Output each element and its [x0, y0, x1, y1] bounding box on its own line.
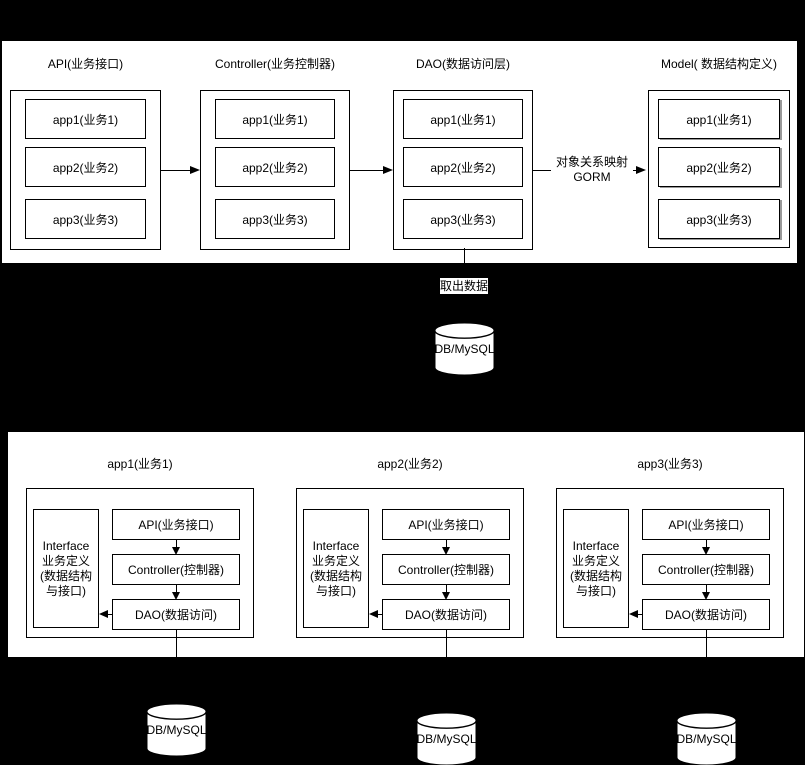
app-box: app2(业务2): [215, 147, 335, 187]
app-group: app1(业务1) Interface 业务定义 (数据结构 与接口) API(…: [26, 432, 254, 657]
app-box: app3(业务3): [658, 199, 780, 239]
interface-box: Interface 业务定义 (数据结构 与接口): [33, 509, 99, 628]
app-box: app1(业务1): [403, 99, 523, 139]
orm-mapping-label: 对象关系映射 GORM: [551, 155, 633, 187]
connector-line: [637, 614, 643, 615]
connector-line: [706, 585, 707, 593]
app-box: app1(业务1): [215, 99, 335, 139]
stage-box-dao: DAO(数据访问): [112, 599, 240, 630]
stage-box-controller: Controller(控制器): [112, 554, 240, 585]
column-header-dao: DAO(数据访问层): [416, 57, 510, 71]
database-cylinder-icon: DB/MySQL: [676, 712, 737, 766]
app-box: app3(业务3): [25, 199, 146, 239]
arrow-right-icon: [383, 166, 393, 174]
connector-line: [446, 629, 447, 657]
arrow-left-icon: [369, 610, 378, 618]
database-label: DB/MySQL: [434, 342, 495, 356]
arrow-down-icon: [442, 592, 450, 600]
app-group-title: app2(业务2): [377, 457, 443, 471]
connector-line: [446, 585, 447, 593]
database-label: DB/MySQL: [416, 732, 477, 746]
connector-line: [446, 540, 447, 548]
database-cylinder-icon: DB/MySQL: [434, 322, 495, 376]
connector-line: [176, 585, 177, 593]
cylinder-shape: [676, 712, 737, 766]
arrow-down-icon: [442, 547, 450, 555]
interface-box: Interface 业务定义 (数据结构 与接口): [303, 509, 369, 628]
page-edge-strip: [0, 765, 805, 771]
column-header-model: Model( 数据结构定义): [660, 57, 777, 71]
stage-box-api: API(业务接口): [112, 509, 240, 540]
arrow-right-icon: [190, 166, 200, 174]
arrow-left-icon: [99, 610, 108, 618]
app-box: app1(业务1): [658, 99, 780, 139]
app-box: app2(业务2): [403, 147, 523, 187]
app-group-container: Interface 业务定义 (数据结构 与接口) API(业务接口) Cont…: [296, 488, 524, 638]
connector-line: [349, 170, 385, 171]
connector-line: [706, 629, 707, 657]
app-box: app2(业务2): [25, 147, 146, 187]
database-cylinder-icon: DB/MySQL: [416, 712, 477, 766]
stage-box-dao: DAO(数据访问): [382, 599, 510, 630]
stage-box-api: API(业务接口): [382, 509, 510, 540]
app-group-title: app1(业务1): [107, 457, 173, 471]
app-box: app3(业务3): [403, 199, 523, 239]
app-group: app2(业务2) Interface 业务定义 (数据结构 与接口) API(…: [296, 432, 524, 657]
app-box: app3(业务3): [215, 199, 335, 239]
stage-box-controller: Controller(控制器): [382, 554, 510, 585]
arrow-right-icon: [636, 166, 646, 174]
app-group: app3(业务3) Interface 业务定义 (数据结构 与接口) API(…: [556, 432, 784, 657]
app-group-title: app3(业务3): [637, 457, 703, 471]
arrow-down-icon: [702, 592, 710, 600]
connector-line: [176, 540, 177, 548]
arrow-down-icon: [172, 592, 180, 600]
app-group-container: Interface 业务定义 (数据结构 与接口) API(业务接口) Cont…: [556, 488, 784, 638]
connector-line: [176, 629, 177, 657]
cylinder-shape: [416, 712, 477, 766]
app-group-container: Interface 业务定义 (数据结构 与接口) API(业务接口) Cont…: [26, 488, 254, 638]
cylinder-shape: [146, 703, 207, 757]
stage-box-dao: DAO(数据访问): [642, 599, 770, 630]
bottom-apps-panel: app1(业务1) Interface 业务定义 (数据结构 与接口) API(…: [8, 432, 804, 657]
top-architecture-panel: API(业务接口) app1(业务1) app2(业务2) app3(业务3) …: [2, 41, 797, 263]
connector-line: [706, 540, 707, 548]
column-header-api: API(业务接口): [47, 57, 124, 71]
stage-box-controller: Controller(控制器): [642, 554, 770, 585]
interface-box: Interface 业务定义 (数据结构 与接口): [563, 509, 629, 628]
stage-box-api: API(业务接口): [642, 509, 770, 540]
database-label: DB/MySQL: [676, 732, 737, 746]
database-label: DB/MySQL: [146, 723, 207, 737]
app-box: app1(业务1): [25, 99, 146, 139]
connector-line: [107, 614, 113, 615]
fetch-data-label: 取出数据: [440, 278, 489, 294]
app-box: app2(业务2): [658, 147, 780, 187]
database-cylinder-icon: DB/MySQL: [146, 703, 207, 757]
connector-line: [160, 170, 192, 171]
cylinder-shape: [434, 322, 495, 376]
connector-line: [377, 614, 383, 615]
column-header-controller: Controller(业务控制器): [214, 57, 335, 71]
arrow-down-icon: [172, 547, 180, 555]
connector-line: [464, 248, 465, 263]
arrow-left-icon: [629, 610, 638, 618]
arrow-down-icon: [702, 547, 710, 555]
